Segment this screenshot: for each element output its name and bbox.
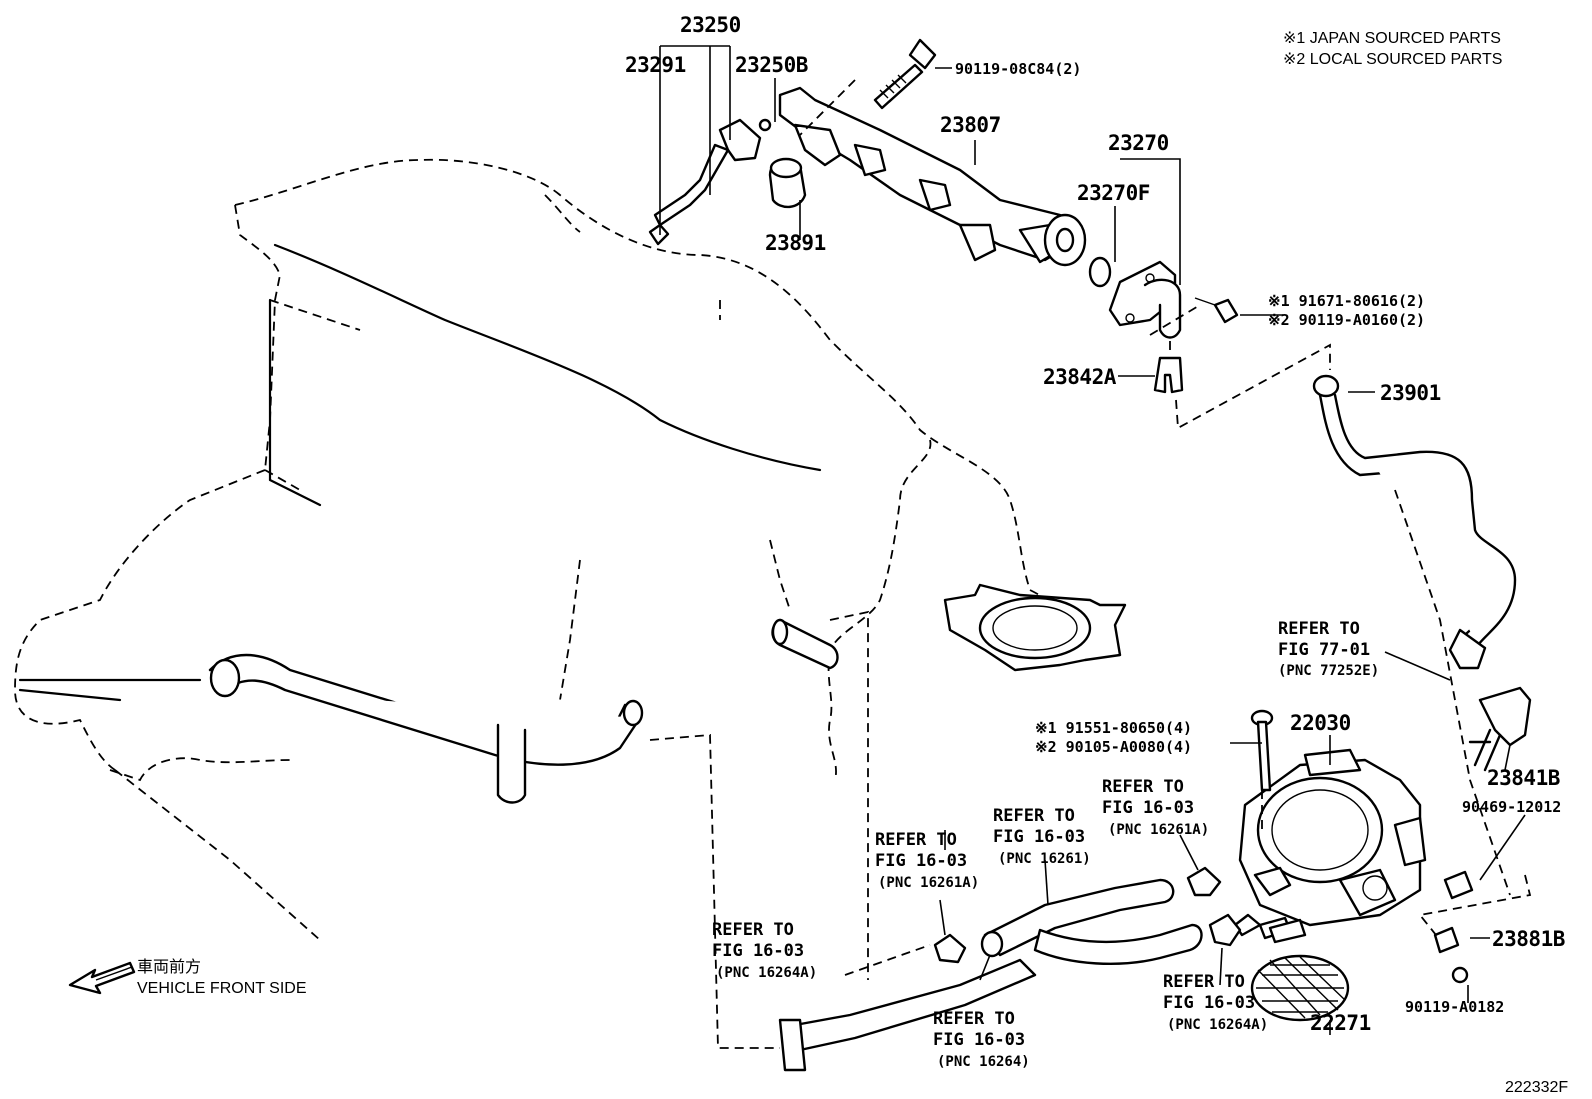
ref-fig-77-01-line2: FIG 77-01 <box>1278 640 1370 660</box>
ref-16261A-left-line2: FIG 16-03 <box>875 851 967 871</box>
note-local-sourced: ※2 LOCAL SOURCED PARTS <box>1283 51 1502 68</box>
label-90119-A0160: ※2 90119-A0160(2) <box>1268 311 1425 329</box>
ref-16261A-top-line2: FIG 16-03 <box>1102 798 1194 818</box>
ref-fig-77-01-line1: REFER TO <box>1278 619 1360 639</box>
water-bypass-hoses <box>778 878 1203 1072</box>
note-japan-sourced: ※1 JAPAN SOURCED PARTS <box>1283 30 1501 47</box>
ref-16264A-left-line1: REFER TO <box>712 920 794 940</box>
label-90105-A0080: ※2 90105-A0080(4) <box>1035 738 1192 756</box>
throttle-body-bolt <box>1250 709 1274 792</box>
engine-coolant-pipe <box>208 653 644 804</box>
label-23901: 23901 <box>1380 381 1441 405</box>
label-90119-A0182: 90119-A0182 <box>1405 998 1504 1016</box>
label-22271: 22271 <box>1310 1011 1371 1035</box>
ref-16264A-right-line1: REFER TO <box>1163 972 1245 992</box>
leader-lines <box>659 45 1526 1035</box>
front-label-japanese: 車両前方 <box>137 958 201 976</box>
assembly-dashed-lines <box>649 79 1532 1049</box>
ref-16261-line1: REFER TO <box>993 806 1075 826</box>
label-23270F: 23270F <box>1077 181 1150 205</box>
ref-16264A-right-line2: FIG 16-03 <box>1163 993 1255 1013</box>
label-23841B: 23841B <box>1487 766 1560 790</box>
front-label-english: VEHICLE FRONT SIDE <box>137 980 307 997</box>
label-91671-80616: ※1 91671-80616(2) <box>1268 292 1425 310</box>
ref-16261A-left-line1: REFER TO <box>875 830 957 850</box>
ref-16261-line3: (PNC 16261) <box>998 851 1091 867</box>
label-90119-08C84: 90119-08C84(2) <box>955 60 1081 78</box>
label-23270: 23270 <box>1108 131 1169 155</box>
ref-16264A-right-line3: (PNC 16264A) <box>1167 1017 1268 1033</box>
label-91551-80650: ※1 91551-80650(4) <box>1035 719 1192 737</box>
label-23891: 23891 <box>765 231 826 255</box>
label-23807: 23807 <box>940 113 1001 137</box>
ref-16261-line2: FIG 16-03 <box>993 827 1085 847</box>
ref-fig-77-01-line3: (PNC 77252E) <box>1278 663 1379 679</box>
engine-outline <box>14 158 1081 941</box>
figure-code: 222332F <box>1505 1079 1568 1096</box>
label-23842A: 23842A <box>1043 365 1117 389</box>
label-23881B: 23881B <box>1492 927 1565 951</box>
ref-16264-line3: (PNC 16264) <box>937 1054 1030 1070</box>
ref-16261A-top-line1: REFER TO <box>1102 777 1184 797</box>
delivery-pipe-bolt <box>873 38 937 110</box>
throttle-hose-clips <box>933 866 1242 964</box>
ref-16264-line1: REFER TO <box>933 1009 1015 1029</box>
tube-clip <box>1153 356 1184 394</box>
fuel-tube-joint <box>1088 256 1182 339</box>
ref-16264-line2: FIG 16-03 <box>933 1030 1025 1050</box>
delivery-pipe <box>778 86 1087 267</box>
front-direction-arrow-icon <box>68 961 136 995</box>
hose-bracket <box>1468 686 1532 772</box>
ref-16261A-top-line3: (PNC 16261A) <box>1108 822 1209 838</box>
ref-16264A-left-line3: (PNC 16264A) <box>716 965 817 981</box>
throttle-body-gasket <box>1250 954 1350 1022</box>
joint-bolt <box>1194 297 1239 324</box>
intake-mount <box>943 583 1127 672</box>
ref-16264A-left-line2: FIG 16-03 <box>712 941 804 961</box>
label-22030: 22030 <box>1290 711 1351 735</box>
ref-16261A-left-line3: (PNC 16261A) <box>878 875 979 891</box>
label-23250: 23250 <box>680 13 741 37</box>
label-23250B: 23250B <box>735 53 808 77</box>
fuel-hose <box>1312 374 1517 670</box>
throttle-body <box>1233 748 1427 940</box>
engine-small-hose <box>771 618 839 670</box>
label-23291: 23291 <box>625 53 686 77</box>
throttle-side-fittings <box>1268 870 1474 984</box>
injector-insulator <box>768 157 807 209</box>
label-90469-12012: 90469-12012 <box>1462 798 1561 816</box>
